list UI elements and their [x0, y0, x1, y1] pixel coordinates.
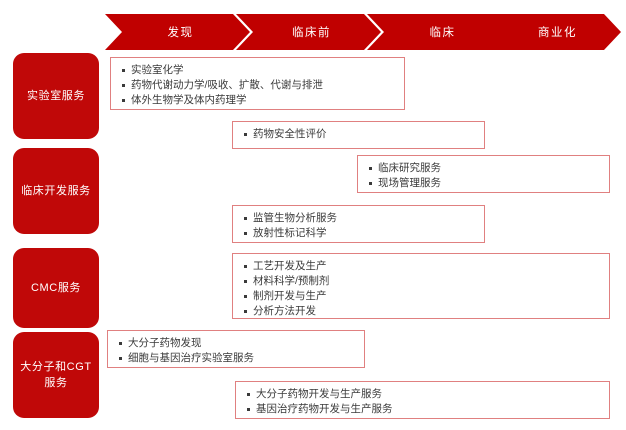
- list-item: 细胞与基因治疗实验室服务: [117, 351, 356, 366]
- large-molecule-manufacturing-box[interactable]: 大分子药物开发与生产服务 基因治疗药物开发与生产服务: [235, 381, 610, 419]
- list-item: 放射性标记科学: [242, 226, 476, 241]
- phase-label-discovery: 发现: [167, 27, 194, 39]
- category-label-large-molecule-cgt: 大分子和CGT服务: [20, 361, 92, 389]
- list-item: 药物安全性评价: [242, 127, 476, 142]
- bullet-list: 大分子药物发现 细胞与基因治疗实验室服务: [117, 336, 356, 366]
- list-item: 大分子药物开发与生产服务: [245, 387, 601, 402]
- category-label-lab-services: 实验室服务: [27, 90, 85, 102]
- list-item: 工艺开发及生产: [242, 259, 601, 274]
- phase-arrow-commercialization[interactable]: 商业化: [488, 14, 621, 50]
- list-item: 药物代谢动力学/吸收、扩散、代谢与排泄: [120, 78, 396, 93]
- bullet-list: 监管生物分析服务 放射性标记科学: [242, 211, 476, 241]
- category-label-clinical-development: 临床开发服务: [21, 185, 91, 197]
- bullet-list: 实验室化学 药物代谢动力学/吸收、扩散、代谢与排泄 体外生物学及体内药理学: [120, 63, 396, 108]
- bullet-list: 药物安全性评价: [242, 127, 476, 142]
- category-pill-cmc[interactable]: CMC服务: [13, 248, 99, 328]
- bullet-list: 临床研究服务 现场管理服务: [367, 161, 601, 191]
- list-item: 实验室化学: [120, 63, 396, 78]
- category-label-cmc: CMC服务: [30, 282, 82, 294]
- list-item: 体外生物学及体内药理学: [120, 93, 396, 108]
- large-molecule-discovery-box[interactable]: 大分子药物发现 细胞与基因治疗实验室服务: [107, 330, 365, 368]
- drug-safety-evaluation-box[interactable]: 药物安全性评价: [232, 121, 485, 149]
- lab-services-discovery-box[interactable]: 实验室化学 药物代谢动力学/吸收、扩散、代谢与排泄 体外生物学及体内药理学: [110, 57, 405, 110]
- list-item: 制剂开发与生产: [242, 289, 601, 304]
- list-item: 临床研究服务: [367, 161, 601, 176]
- phase-label-commercialization: 商业化: [538, 27, 577, 39]
- list-item: 大分子药物发现: [117, 336, 356, 351]
- bioanalysis-box[interactable]: 监管生物分析服务 放射性标记科学: [232, 205, 485, 243]
- category-pill-lab-services[interactable]: 实验室服务: [13, 53, 99, 139]
- list-item: 基因治疗药物开发与生产服务: [245, 402, 601, 417]
- phase-label-clinical: 临床: [429, 27, 456, 39]
- category-pill-clinical-development[interactable]: 临床开发服务: [13, 148, 99, 234]
- phase-arrow-preclinical[interactable]: 临床前: [236, 14, 381, 50]
- phase-arrow-discovery[interactable]: 发现: [105, 14, 250, 50]
- list-item: 材料科学/预制剂: [242, 274, 601, 289]
- clinical-research-box[interactable]: 临床研究服务 现场管理服务: [357, 155, 610, 193]
- category-pill-large-molecule-cgt[interactable]: 大分子和CGT服务: [13, 332, 99, 418]
- list-item: 现场管理服务: [367, 176, 601, 191]
- bullet-list: 大分子药物开发与生产服务 基因治疗药物开发与生产服务: [245, 387, 601, 417]
- list-item: 分析方法开发: [242, 304, 601, 319]
- list-item: 监管生物分析服务: [242, 211, 476, 226]
- phase-label-preclinical: 临床前: [292, 27, 331, 39]
- phase-arrow-clinical[interactable]: 临床: [367, 14, 512, 50]
- bullet-list: 工艺开发及生产 材料科学/预制剂 制剂开发与生产 分析方法开发: [242, 259, 601, 319]
- phase-ribbon: 发现 临床前 临床 商业化: [105, 14, 621, 50]
- cmc-box[interactable]: 工艺开发及生产 材料科学/预制剂 制剂开发与生产 分析方法开发: [232, 253, 610, 319]
